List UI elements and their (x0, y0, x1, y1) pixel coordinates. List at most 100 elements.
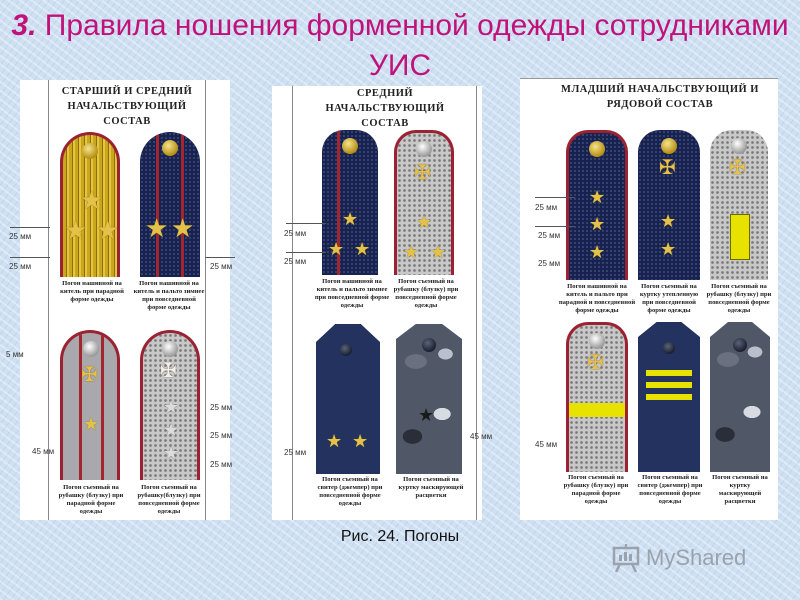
star-icon: ★ (171, 213, 195, 243)
emblem-icon: ✠ (659, 157, 676, 179)
measure-label: 25 мм (210, 460, 233, 469)
measure-label: 25 мм (538, 231, 561, 240)
measure-label: 25 мм (284, 257, 307, 266)
star-icon: ★ (96, 215, 120, 245)
button-icon (422, 338, 436, 352)
caption-s4: Погон съемный на рубашку(блузку) при пов… (137, 484, 201, 515)
caption-m1: Погон нашивной на китель и пальто зимнее… (314, 278, 390, 309)
star-icon: ★ (430, 242, 447, 262)
section-title-senior: СТАРШИЙ И СРЕДНИЙ НАЧАЛЬСТВУЮЩИЙ СОСТАВ (61, 86, 193, 127)
emblem-icon: ✠ (414, 162, 431, 184)
star-icon: ★ (80, 185, 104, 215)
star-icon: ★ (660, 211, 677, 231)
panel-junior: МЛАДШИЙ НАЧАЛЬСТВУЮЩИЙ И РЯДОВОЙ СОСТАВ … (520, 78, 778, 520)
shoulder-board-camo-junior (710, 322, 770, 472)
shoulder-board-navy-junior: ★ ★ ★ (566, 130, 628, 280)
emblem-icon: ✠ (160, 360, 177, 382)
button-icon (589, 141, 605, 157)
rank-strap (646, 370, 692, 376)
section-title-junior: МЛАДШИЙ НАЧАЛЬСТВУЮЩИЙ И РЯДОВОЙ СОСТАВ (561, 84, 759, 110)
shoulder-board-sweater-middle: ★ ★ (316, 324, 380, 474)
caption-j6: Погон съемный на куртку маскирующей расц… (712, 474, 768, 505)
section-title-middle: СРЕДНИЙ НАЧАЛЬСТВУЮЩИЙ СОСТАВ (325, 88, 445, 129)
star-icon: ★ (352, 431, 369, 451)
star-icon: ★ (163, 443, 180, 463)
rank-strap (569, 403, 625, 417)
star-icon: ★ (418, 405, 435, 425)
caption-j2: Погон съемный на куртку утепленную при п… (639, 283, 699, 314)
caption-j5: Погон съемный на свитер (джемпер) при по… (637, 474, 703, 505)
caption-m3: Погон съемный на свитер (джемпер) при по… (317, 476, 383, 507)
measure-label: 25 мм (210, 403, 233, 412)
rank-strap (730, 214, 750, 260)
shoulder-board-grey-parade-junior: ✠ (566, 322, 628, 472)
button-icon (82, 143, 98, 159)
emblem-icon: ✠ (587, 352, 604, 374)
measure-label: 25 мм (538, 259, 561, 268)
panel-senior: СТАРШИЙ И СРЕДНИЙ НАЧАЛЬСТВУЮЩИЙ СОСТАВ … (20, 80, 230, 520)
title-text: Правила ношения форменной одежды сотрудн… (44, 9, 789, 82)
caption-j3: Погон съемный на рубашку (блузку) при по… (706, 283, 772, 314)
caption-s2: Погон нашивной на китель и пальто зимнее… (133, 280, 205, 311)
star-icon: ★ (403, 242, 420, 262)
button-icon (83, 341, 99, 357)
star-icon: ★ (342, 209, 359, 229)
measure-label: 25 мм (9, 262, 32, 271)
rank-strap (646, 382, 692, 388)
measure-label: 25 мм (284, 229, 307, 238)
rank-strap (646, 394, 692, 400)
star-icon: ★ (589, 214, 606, 234)
measure-label: 25 мм (210, 431, 233, 440)
watermark-logo: MyShared (612, 542, 782, 576)
shoulder-board-navy-daily: ★ ★ (140, 132, 200, 277)
caption-m4: Погон съемный на куртку маскирующей расц… (398, 476, 464, 499)
button-icon (731, 138, 747, 154)
shoulder-board-camo-middle: ★ (396, 324, 462, 474)
shoulder-board-gold-parade: ★ ★ ★ (60, 132, 120, 277)
shoulder-board-silver-junior: ✠ (710, 130, 768, 280)
button-icon (733, 338, 747, 352)
button-icon (661, 138, 677, 154)
shoulder-board-navy-winter-junior: ✠ ★ ★ (638, 130, 700, 280)
shoulder-board-sweater-junior (638, 322, 700, 472)
measure-label: 25 мм (535, 203, 558, 212)
emblem-icon: ✠ (729, 157, 746, 179)
button-icon (340, 344, 352, 356)
caption-s1: Погон нашивной на китель при парадной фо… (60, 280, 124, 303)
caption-j4: Погон съемный на рубашку (блузку) при па… (563, 474, 629, 505)
figure-caption: Рис. 24. Погоны (340, 528, 460, 545)
measure-label: 25 мм (9, 232, 32, 241)
star-icon: ★ (660, 239, 677, 259)
star-icon: ★ (589, 187, 606, 207)
logo-text: MyShared (646, 545, 747, 570)
button-icon (663, 342, 675, 354)
slide-title: 3. Правила ношения форменной одежды сотр… (0, 6, 800, 86)
caption-s3: Погон съемный на рубашку (блузку) при па… (58, 484, 124, 515)
panel-middle: СРЕДНИЙ НАЧАЛЬСТВУЮЩИЙ СОСТАВ ★ ★ ★ ✠ ★ … (272, 86, 482, 520)
measure-label: 25 мм (284, 448, 307, 457)
star-icon: ★ (354, 239, 371, 259)
star-icon: ★ (163, 420, 180, 440)
measure-label: 25 мм (210, 262, 233, 271)
shoulder-board-silver-shirt-middle: ✠ ★ ★ ★ (394, 130, 454, 275)
button-icon (589, 333, 605, 349)
measure-label: 45 мм (32, 447, 55, 456)
measure-label: 45 мм (535, 440, 558, 449)
star-icon: ★ (326, 431, 343, 451)
star-icon: ★ (64, 215, 88, 245)
star-icon: ★ (589, 242, 606, 262)
caption-j1: Погон нашивной на китель и пальто при па… (558, 283, 636, 314)
shoulder-board-silver-daily-shirt: ✠ ★ ★ ★ (140, 330, 200, 480)
button-icon (416, 141, 432, 157)
caption-m2: Погон съемный на рубашку (блузку) при по… (393, 278, 459, 309)
star-icon: ★ (145, 213, 169, 243)
star-icon: ★ (163, 397, 180, 417)
button-icon (162, 140, 178, 156)
shoulder-board-navy-daily-middle: ★ ★ ★ (322, 130, 378, 275)
star-icon: ★ (416, 212, 433, 232)
button-icon (162, 341, 178, 357)
measure-label: 45 мм (470, 432, 493, 441)
title-number: 3. (11, 9, 37, 42)
button-icon (342, 138, 358, 154)
star-icon: ★ (328, 239, 345, 259)
